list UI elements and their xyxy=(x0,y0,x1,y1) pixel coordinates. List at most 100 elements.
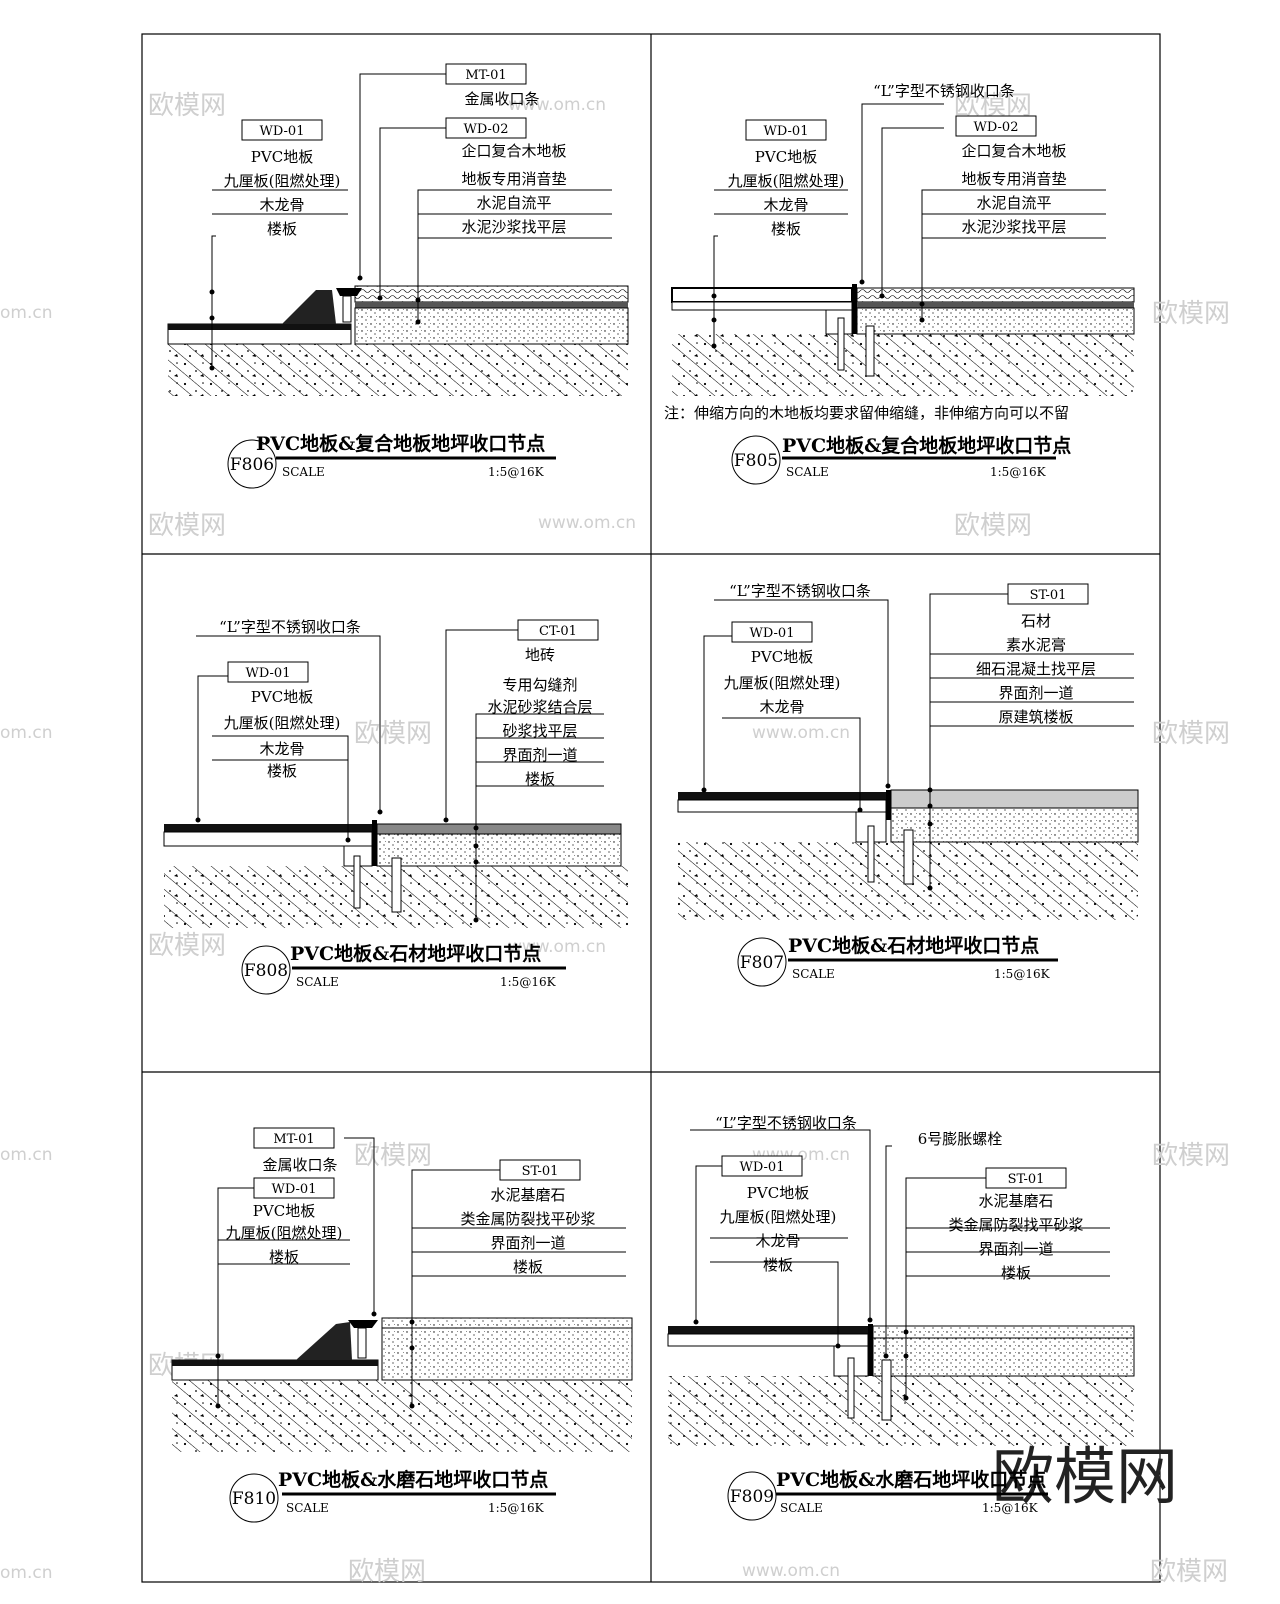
watermark-brand: 欧模网 xyxy=(954,511,1032,541)
watermark-brand: 欧模网 xyxy=(354,719,432,749)
left-layer-label: 楼板 xyxy=(771,220,801,238)
detail-code-circle xyxy=(229,1473,279,1523)
material-tag-box xyxy=(253,1127,335,1149)
watermark-url: www.om.cn xyxy=(508,95,606,115)
material-tag-box xyxy=(1007,583,1089,605)
pvc-floor-layer xyxy=(678,792,886,800)
detail-code-circle xyxy=(727,1471,777,1521)
material-tag-box xyxy=(499,1159,581,1181)
right-layer-label: 界面剂一道 xyxy=(490,1234,565,1252)
leader-dots xyxy=(195,809,479,923)
right-layer-label: 地板专用消音垫 xyxy=(461,170,566,188)
right-material-tag: ST-01 xyxy=(522,1164,559,1179)
right-layer-label: 专用勾缝剂 xyxy=(502,676,577,694)
watermark-brand: 欧模网 xyxy=(148,931,226,961)
detail-title: PVC地板&石材地坪收口节点 xyxy=(788,934,1039,957)
right-layer-label: 地砖 xyxy=(525,646,555,664)
watermark-brand: 欧模网 xyxy=(354,1141,432,1171)
scale-value: 1:5@16K xyxy=(994,967,1051,981)
pvc-floor-layer xyxy=(164,824,372,832)
leader-lines xyxy=(713,103,1106,346)
detail-code-circle xyxy=(241,945,291,995)
panel-f809: WD-01 ST-01 “L”字型不锈钢收口条 6号膨胀螺栓 PVC地板 九厘板… xyxy=(667,1114,1135,1521)
mid-material-tag: MT-01 xyxy=(273,1132,314,1147)
left-layer-label: PVC地板 xyxy=(253,1202,315,1220)
left-layer-label: 楼板 xyxy=(763,1256,793,1274)
right-layer-label: 水泥自流平 xyxy=(976,194,1051,212)
material-tag-box xyxy=(745,119,827,141)
metal-trim-strip xyxy=(282,290,336,324)
scale-value: 1:5@16K xyxy=(488,465,545,479)
anchor-screw xyxy=(847,1357,855,1419)
watermark-brand: 欧模网 xyxy=(1152,299,1230,329)
watermark-brand: 欧模网 xyxy=(1150,1557,1228,1587)
right-layer-label: 企口复合木地板 xyxy=(961,142,1066,160)
right-layer-label: 地板专用消音垫 xyxy=(961,170,1066,188)
right-layer-label: 石材 xyxy=(1021,612,1051,630)
leader-dots xyxy=(693,1317,909,1401)
left-layer-label: PVC地板 xyxy=(747,1184,809,1202)
watermark-domain: om.cn xyxy=(0,1145,53,1165)
watermark-url: www.om.cn xyxy=(742,1561,840,1581)
left-layer-label: PVC地板 xyxy=(751,648,813,666)
scale-label: SCALE xyxy=(792,967,835,981)
floor-slab-aggregate xyxy=(172,1380,632,1452)
left-layer-label: 九厘板(阻燃处理) xyxy=(720,1208,837,1226)
leader-lines xyxy=(703,593,1134,888)
left-layer-label: 九厘板(阻燃处理) xyxy=(226,1224,343,1242)
detail-code-circle xyxy=(227,439,277,489)
floor-slab-aggregate xyxy=(668,1376,1134,1446)
mid-layer-label: “L”字型不锈钢收口条 xyxy=(729,582,871,600)
right-layer-label: 水泥自流平 xyxy=(476,194,551,212)
plywood-layer xyxy=(671,301,853,311)
watermark-url: www.om.cn xyxy=(538,513,636,533)
pvc-floor-layer xyxy=(168,324,351,330)
screed-layer xyxy=(381,1327,633,1381)
left-material-tag: WD-01 xyxy=(272,1182,317,1197)
scale-label: SCALE xyxy=(780,1501,823,1515)
detail-title: PVC地板&复合地板地坪收口节点 xyxy=(782,434,1071,457)
leader-dots xyxy=(711,279,925,349)
plywood-layer xyxy=(677,799,887,813)
left-layer-label: 木龙骨 xyxy=(259,740,304,758)
left-layer-label: 木龙骨 xyxy=(763,196,808,214)
scale-value: 1:5@16K xyxy=(982,1501,1039,1515)
watermark-domain: om.cn xyxy=(0,1563,53,1583)
right-layer-label: 类金属防裂找平砂浆 xyxy=(460,1210,595,1228)
left-layer-label: 楼板 xyxy=(267,220,297,238)
watermark-brand: 欧模网 xyxy=(1152,1141,1230,1171)
scale-label: SCALE xyxy=(282,465,325,479)
material-tag-box xyxy=(721,1155,803,1177)
detail-title: PVC地板&水磨石地坪收口节点 xyxy=(776,1468,1046,1491)
right-layer-label: 界面剂一道 xyxy=(978,1240,1053,1258)
panel-f805: WD-01 WD-02 PVC地板 九厘板(阻燃处理) 木龙骨 楼板 “L”字型… xyxy=(664,82,1135,485)
left-material-tag: WD-01 xyxy=(750,626,795,641)
left-layer-label: 九厘板(阻燃处理) xyxy=(224,172,341,190)
sheet-frame xyxy=(141,33,1161,1583)
material-tag-box xyxy=(731,621,813,643)
left-material-tag: WD-01 xyxy=(260,124,305,139)
screed-layer xyxy=(354,307,629,345)
watermark-brand: 欧模网 xyxy=(348,1557,426,1587)
left-layer-label: PVC地板 xyxy=(755,148,817,166)
detail-code: F807 xyxy=(740,953,784,973)
mid-layer-label: 金属收口条 xyxy=(464,90,539,108)
mid-layer-label: “L”字型不锈钢收口条 xyxy=(873,82,1015,100)
right-material-tag: ST-01 xyxy=(1030,588,1067,603)
scale-value: 1:5@16K xyxy=(990,465,1047,479)
floor-slab-aggregate xyxy=(672,334,1134,396)
left-material-tag: WD-01 xyxy=(764,124,809,139)
material-tag-box xyxy=(955,115,1037,137)
leader-lines xyxy=(211,73,612,368)
screed-layer xyxy=(872,1337,1135,1377)
trim-screw-head xyxy=(348,1320,378,1328)
right-material-tag: ST-01 xyxy=(1008,1172,1045,1187)
right-material-tag: WD-02 xyxy=(464,122,509,137)
watermark-url: www.om.cn xyxy=(508,937,606,957)
left-layer-label: 木龙骨 xyxy=(259,196,304,214)
left-layer-label: 楼板 xyxy=(267,762,297,780)
right-layer-label: 楼板 xyxy=(1001,1264,1031,1282)
left-layer-label: PVC地板 xyxy=(251,148,313,166)
scale-label: SCALE xyxy=(286,1501,329,1515)
detail-code: F805 xyxy=(734,451,778,471)
